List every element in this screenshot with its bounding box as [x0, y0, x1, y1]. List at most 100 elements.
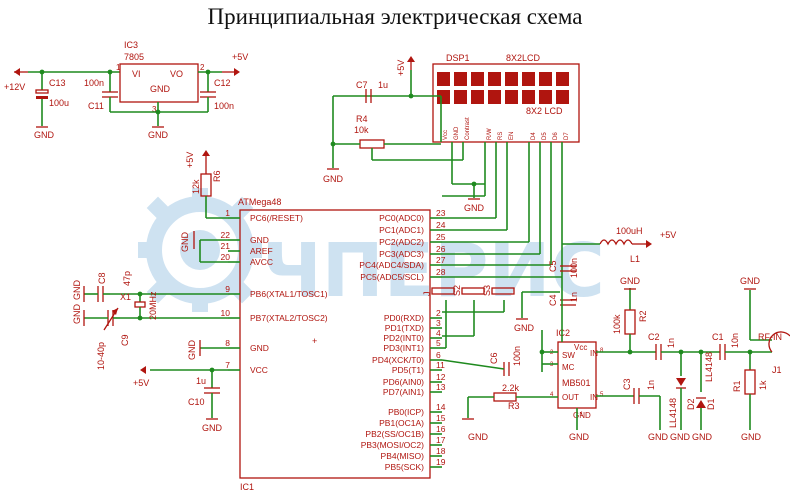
- lcd-section: DSP1 8X2LCD 8X2 LCD Vcc GND Contrast R/W…: [323, 53, 580, 277]
- mcu-pin-number: 5: [436, 338, 441, 348]
- mcu-pin-name: AREF: [250, 246, 273, 256]
- mcu-pin-number: 17: [436, 435, 446, 445]
- c3-ref: C3: [622, 378, 632, 390]
- mcu-part: ATMega48: [238, 197, 281, 207]
- mcu-pin-name: PB3(MOSI/OC2): [361, 440, 424, 450]
- c5-value: 100n: [569, 258, 579, 278]
- c6-value: 100n: [512, 346, 522, 366]
- svg-text:4: 4: [550, 392, 554, 398]
- mcu-pin-name: PD0(RXD): [384, 313, 424, 323]
- mcu-pin-number: 16: [436, 424, 446, 434]
- c4-ref: C4: [548, 294, 558, 306]
- c2-ref: C2: [648, 332, 660, 342]
- mcu-pin-name: PC6(/RESET): [250, 213, 303, 223]
- mcu-pin-number: 14: [436, 402, 446, 412]
- mcu-pin-name: PD4(XCK/T0): [372, 355, 424, 365]
- mcu-pin-name: PD7(AIN1): [383, 387, 424, 397]
- crystal-value: 20MHz: [148, 291, 158, 320]
- page-title: Принципиальная электрическая схема: [207, 4, 583, 29]
- mcu-pin-name: PC4(ADC4/SDA): [359, 260, 424, 270]
- mcu-pin-number: 7: [225, 360, 230, 370]
- c9-gnd: GND: [72, 304, 82, 325]
- regulator-ic3: [119, 63, 199, 103]
- c13-ref: C13: [49, 78, 66, 88]
- d1-part: LL4148: [704, 352, 714, 382]
- c4-value: 1n: [569, 292, 579, 302]
- svg-text:D6: D6: [553, 132, 559, 140]
- mcu-pin-name: PD6(AIN0): [383, 377, 424, 387]
- mcu-pin-number: 25: [436, 232, 446, 242]
- r2-value: 100k: [612, 314, 622, 334]
- svg-text:IN: IN: [590, 349, 598, 358]
- svg-text:GND: GND: [573, 411, 591, 420]
- button-j: J: [422, 292, 432, 297]
- mcu-ref: IC1: [240, 482, 254, 492]
- lcd-ref: DSP1: [446, 53, 470, 63]
- c10-value: 1u: [196, 376, 206, 386]
- ic3-vi: VI: [132, 69, 141, 79]
- mcu-pin-number: 10: [221, 308, 231, 318]
- d2-ref: D2: [686, 398, 696, 410]
- ic2-ref: IC2: [556, 328, 570, 338]
- svg-text:Vcc: Vcc: [574, 343, 587, 352]
- crystal-ref: X1: [120, 292, 131, 302]
- c11-value: 100n: [84, 78, 104, 88]
- plus12v-label: +12V: [4, 82, 25, 92]
- svg-text:1: 1: [580, 412, 584, 418]
- mcu-pin-name: PC5(ADC5/SCL): [360, 272, 424, 282]
- c8-ref: C8: [97, 272, 107, 284]
- ic2-part: MB501: [562, 378, 591, 388]
- mcu-pin-name: PB0(ICP): [388, 407, 424, 417]
- svg-text:2: 2: [200, 63, 205, 72]
- c10-ref: C10: [188, 397, 205, 407]
- svg-text:2: 2: [550, 350, 554, 356]
- l1-value: 100uH: [616, 226, 643, 236]
- mcu-gnd-left: GND: [180, 232, 190, 253]
- r3-gnd: GND: [468, 432, 489, 442]
- button-s3: S3: [482, 285, 492, 296]
- lcd-screen-label: 8X2 LCD: [526, 106, 563, 116]
- c13-value: 100u: [49, 98, 69, 108]
- mcu-pin-name: PB4(MISO): [381, 451, 425, 461]
- r1-ref: R1: [732, 380, 742, 392]
- svg-text:GND: GND: [454, 126, 460, 140]
- r3-value: 2.2k: [502, 383, 520, 393]
- r1-gnd: GND: [741, 432, 762, 442]
- mcu-pin-name: PB2(SS/OC1B): [365, 429, 424, 439]
- mcu-pin-number: 13: [436, 382, 446, 392]
- mcu-pin-number: 1: [225, 208, 230, 218]
- l1-ref: L1: [630, 254, 640, 264]
- watermark: ЧПЕРИС: [138, 188, 605, 314]
- mcu-pin-number: 9: [225, 284, 230, 294]
- mcu-pin-name: PB7(XTAL2/TOSC2): [250, 313, 328, 323]
- c9-value: 10-40p: [96, 342, 106, 370]
- j1-gnd: GND: [740, 276, 761, 286]
- mcu-pin-number: 18: [436, 446, 446, 456]
- ic3-ref: IC3: [124, 40, 138, 50]
- mcu-pin-number: 22: [221, 230, 231, 240]
- c13-gnd: GND: [34, 130, 55, 140]
- r3-ref: R3: [508, 401, 520, 411]
- lcd-display: [432, 63, 580, 143]
- mcu-pin-name: PB1(OC1A): [379, 418, 424, 428]
- svg-text:D4: D4: [531, 132, 537, 140]
- c9-ref: C9: [120, 334, 130, 346]
- mcu-pin-number: 3: [436, 318, 441, 328]
- c7-ref: C7: [356, 80, 368, 90]
- mcu-gnd-pin8: GND: [187, 340, 197, 361]
- svg-text:Vcc: Vcc: [443, 130, 449, 140]
- mcu-pin-number: 27: [436, 255, 446, 265]
- mcu-pin-name: PB5(SCK): [385, 462, 424, 472]
- j1-ref: J1: [772, 365, 782, 375]
- c7-value: 1u: [378, 80, 388, 90]
- mcu-pin-name: AVCC: [250, 257, 273, 267]
- c5-ref: C5: [548, 260, 558, 272]
- lcd-gnd: GND: [464, 203, 485, 213]
- c12-ref: C12: [214, 78, 231, 88]
- svg-text:OUT: OUT: [562, 393, 579, 402]
- svg-text:Contrast: Contrast: [465, 117, 471, 140]
- ic3-part: 7805: [124, 52, 144, 62]
- c10-gnd: GND: [202, 423, 223, 433]
- mcu-pin-name: PD1(TXD): [385, 323, 424, 333]
